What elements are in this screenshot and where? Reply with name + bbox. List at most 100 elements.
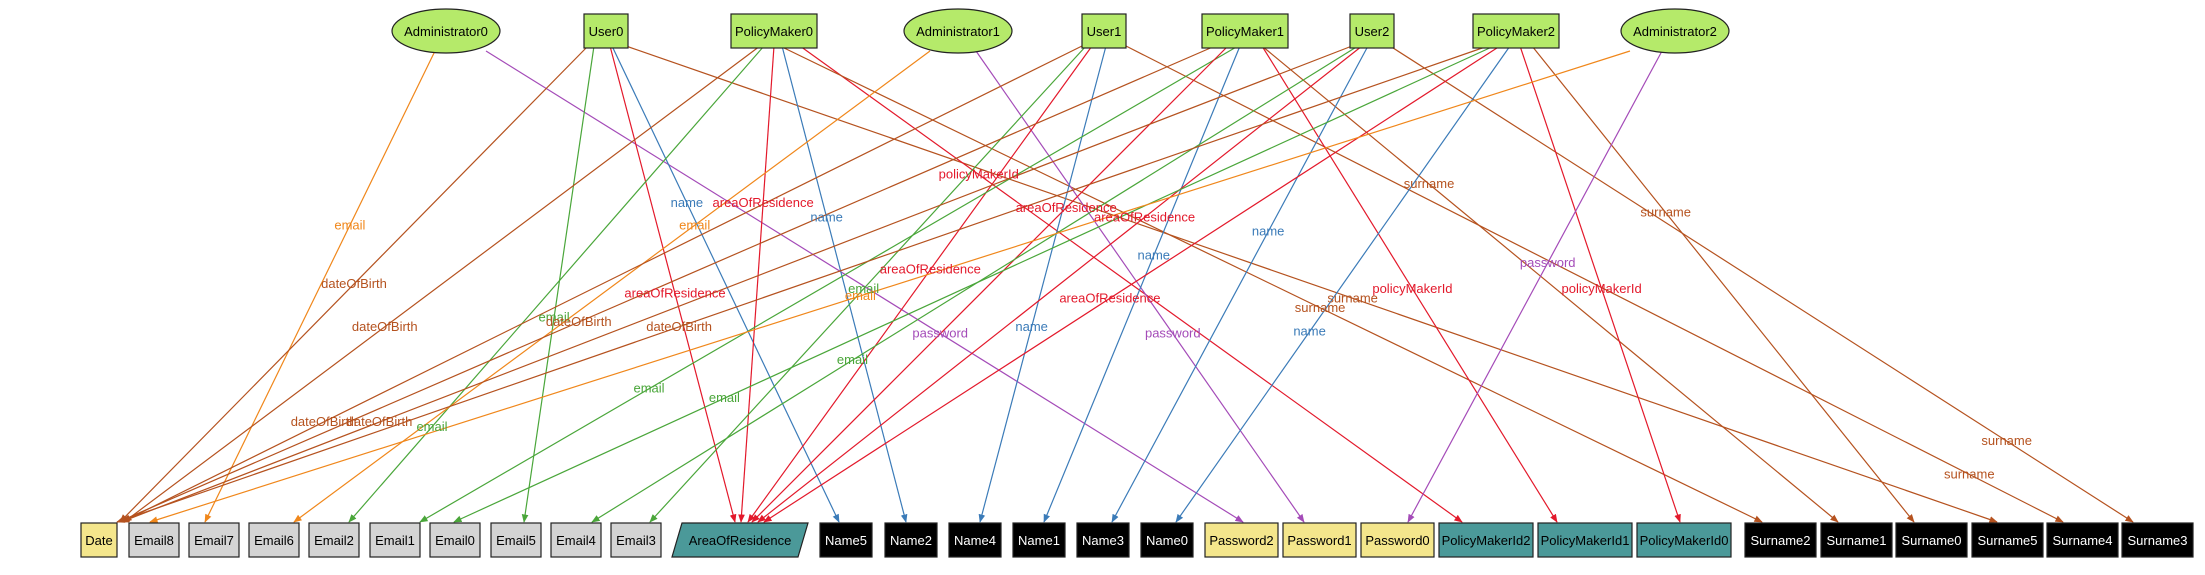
edge-administrator0-to-password2 xyxy=(485,50,1244,523)
edge-label-user2-to-date: dateOfBirth xyxy=(347,414,413,429)
edge-label-user2-to-areaofresidence: areaOfResidence xyxy=(1094,209,1195,224)
edge-label-user0-to-name5: name xyxy=(671,195,704,210)
node-administrator1[interactable]: Administrator1 xyxy=(903,8,1013,54)
node-email0[interactable]: Email0 xyxy=(429,522,481,558)
edge-user0-to-email5 xyxy=(521,45,595,523)
node-policymaker1[interactable]: PolicyMaker1 xyxy=(1201,13,1289,49)
node-password2[interactable]: Password2 xyxy=(1204,522,1279,558)
edge-label-policymaker2-to-surname0: surname xyxy=(1640,205,1691,220)
edge-user0-to-areaofresidence xyxy=(609,45,737,523)
edge-label-administrator0-to-email7: email xyxy=(334,217,365,232)
node-name0[interactable]: Name0 xyxy=(1140,522,1194,558)
node-surname1[interactable]: Surname1 xyxy=(1820,522,1893,558)
node-label-password2: Password2 xyxy=(1209,533,1273,548)
edge-user2-to-areaofresidence xyxy=(757,45,1363,523)
node-name4[interactable]: Name4 xyxy=(948,522,1002,558)
edges-layer xyxy=(116,45,2134,523)
node-label-email3: Email3 xyxy=(616,533,656,548)
node-surname2[interactable]: Surname2 xyxy=(1744,522,1817,558)
node-email3[interactable]: Email3 xyxy=(610,522,662,558)
edge-label-user0-to-areaofresidence: areaOfResidence xyxy=(624,286,725,301)
node-password1[interactable]: Password1 xyxy=(1282,522,1357,558)
node-name3[interactable]: Name3 xyxy=(1076,522,1130,558)
edge-label-policymaker1-to-name1: name xyxy=(1137,247,1170,262)
edge-label-policymaker2-to-name0: name xyxy=(1293,324,1326,339)
node-label-name0: Name0 xyxy=(1146,533,1188,548)
edge-user2-to-surname3 xyxy=(1389,45,2134,523)
node-label-name1: Name1 xyxy=(1018,533,1060,548)
edge-user1-to-areaofresidence xyxy=(747,45,1093,523)
node-administrator0[interactable]: Administrator0 xyxy=(391,8,501,54)
node-policymakerid0[interactable]: PolicyMakerId0 xyxy=(1636,522,1732,558)
node-label-email5: Email5 xyxy=(496,533,536,548)
edge-label-policymaker1-to-date: dateOfBirth xyxy=(546,314,612,329)
node-name2[interactable]: Name2 xyxy=(884,522,938,558)
edge-policymaker2-to-date xyxy=(116,45,1489,523)
node-policymakerid2[interactable]: PolicyMakerId2 xyxy=(1438,522,1534,558)
node-label-user1: User1 xyxy=(1087,24,1122,39)
edge-policymaker1-to-email1 xyxy=(419,45,1239,523)
node-administrator2[interactable]: Administrator2 xyxy=(1620,8,1730,54)
edge-user1-to-date xyxy=(121,45,1083,523)
node-user0[interactable]: User0 xyxy=(583,13,629,49)
edge-label-user0-to-surname5: surname xyxy=(1327,290,1378,305)
node-surname4[interactable]: Surname4 xyxy=(2046,522,2119,558)
edge-policymaker1-to-date xyxy=(117,45,1216,523)
node-label-policymaker1: PolicyMaker1 xyxy=(1206,24,1284,39)
node-label-email1: Email1 xyxy=(375,533,415,548)
node-email2[interactable]: Email2 xyxy=(308,522,360,558)
nodes-layer: Administrator0 User0 PolicyMaker0 Administr… xyxy=(80,8,2194,558)
node-label-policymakerid2: PolicyMakerId2 xyxy=(1442,533,1531,548)
node-label-policymaker2: PolicyMaker2 xyxy=(1477,24,1555,39)
edge-policymaker1-to-name1 xyxy=(1043,45,1241,523)
edge-policymaker0-to-areaofresidence xyxy=(738,45,775,523)
node-label-name2: Name2 xyxy=(890,533,932,548)
node-label-email2: Email2 xyxy=(314,533,354,548)
node-surname3[interactable]: Surname3 xyxy=(2121,522,2194,558)
node-label-user0: User0 xyxy=(589,24,624,39)
node-email5[interactable]: Email5 xyxy=(490,522,542,558)
node-email6[interactable]: Email6 xyxy=(248,522,300,558)
node-surname0[interactable]: Surname0 xyxy=(1895,522,1968,558)
node-email8[interactable]: Email8 xyxy=(128,522,180,558)
edge-label-policymaker1-to-email1: email xyxy=(634,381,665,396)
edge-label-policymaker1-to-policymakerid1: policyMakerId xyxy=(1372,281,1452,296)
node-email7[interactable]: Email7 xyxy=(188,522,240,558)
edge-label-policymaker0-to-policymakerid2: policyMakerId xyxy=(939,167,1019,182)
edge-user0-to-date xyxy=(119,45,589,523)
edge-label-user1-to-email3: email xyxy=(848,281,879,296)
node-surname5[interactable]: Surname5 xyxy=(1971,522,2044,558)
node-areaofresidence[interactable]: AreaOfResidence xyxy=(671,522,809,558)
edge-administrator2-to-password0 xyxy=(1407,50,1663,523)
edge-label-user2-to-surname3: surname xyxy=(1981,433,2032,448)
edge-label-user1-to-areaofresidence: areaOfResidence xyxy=(880,262,981,277)
node-email1[interactable]: Email1 xyxy=(369,522,421,558)
node-label-surname3: Surname3 xyxy=(2128,533,2188,548)
node-user1[interactable]: User1 xyxy=(1081,13,1127,49)
edge-label-user0-to-date: dateOfBirth xyxy=(321,276,387,291)
node-name5[interactable]: Name5 xyxy=(819,522,873,558)
edge-policymaker2-to-name0 xyxy=(1175,45,1511,523)
edge-label-user1-to-surname4: surname xyxy=(1944,466,1995,481)
node-date[interactable]: Date xyxy=(80,522,118,558)
node-password0[interactable]: Password0 xyxy=(1360,522,1435,558)
edge-user0-to-name5 xyxy=(611,45,840,523)
node-policymakerid1[interactable]: PolicyMakerId1 xyxy=(1537,522,1633,558)
node-label-password1: Password1 xyxy=(1287,533,1351,548)
edge-label-policymaker2-to-date: dateOfBirth xyxy=(646,319,712,334)
edge-policymaker1-to-areaofresidence xyxy=(751,45,1229,523)
node-label-surname0: Surname0 xyxy=(1902,533,1962,548)
edge-user1-to-name4 xyxy=(978,45,1107,523)
node-user2[interactable]: User2 xyxy=(1349,13,1395,49)
node-label-name3: Name3 xyxy=(1082,533,1124,548)
node-policymaker0[interactable]: PolicyMaker0 xyxy=(730,13,818,49)
edge-label-user2-to-email4: email xyxy=(837,352,868,367)
edge-policymaker0-to-email2 xyxy=(348,45,765,523)
node-name1[interactable]: Name1 xyxy=(1012,522,1066,558)
edge-administrator2-to-email8 xyxy=(149,50,1631,523)
edge-policymaker2-to-surname0 xyxy=(1531,45,1915,523)
node-policymaker2[interactable]: PolicyMaker2 xyxy=(1472,13,1560,49)
node-email4[interactable]: Email4 xyxy=(550,522,602,558)
node-label-policymakerid1: PolicyMakerId1 xyxy=(1541,533,1630,548)
